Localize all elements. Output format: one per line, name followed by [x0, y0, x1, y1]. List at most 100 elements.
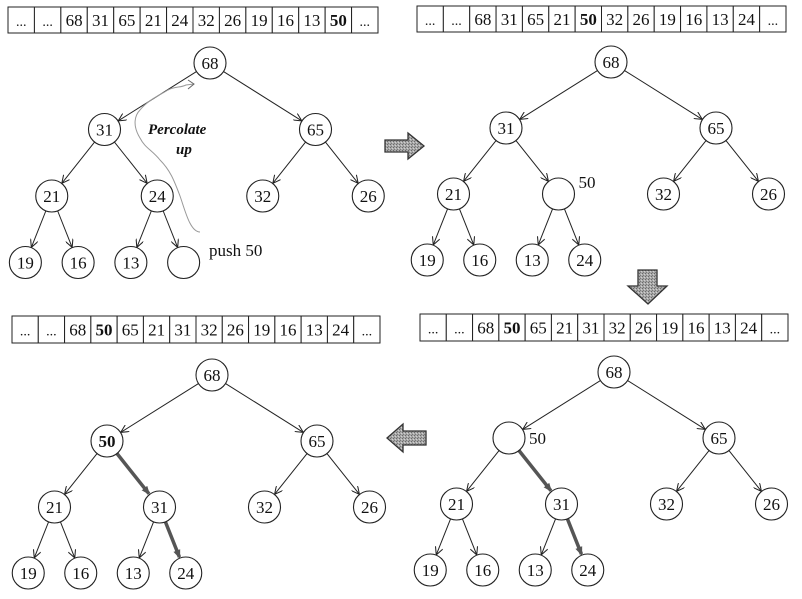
array-cell: 21	[550, 313, 579, 342]
array-cell-value: 13	[306, 321, 323, 340]
node-value: 31	[151, 498, 168, 517]
tree-edges	[32, 71, 358, 247]
array-cell: 24	[734, 313, 763, 342]
tree-node: 26	[352, 490, 387, 524]
node-value: 68	[606, 363, 623, 382]
array-cell: 16	[680, 5, 708, 33]
tree-node: 24	[169, 556, 203, 590]
array-cell-value: ...	[770, 323, 781, 338]
array-cell-value: ...	[362, 325, 373, 340]
array-cell: 68	[64, 315, 92, 344]
tree-edge	[65, 453, 98, 494]
tree-edge	[437, 518, 452, 554]
tree-node: 13	[518, 553, 552, 587]
array-cell-value: 24	[332, 321, 350, 340]
empty-node: 50	[492, 421, 546, 455]
array-cell: 32	[603, 313, 631, 342]
percolate-label: Percolate	[148, 122, 207, 138]
node-value: 21	[46, 498, 63, 517]
array-cell: ...	[33, 6, 62, 34]
node-value: 24	[177, 564, 195, 583]
array-cell-value: 26	[633, 10, 650, 29]
node-value: 32	[254, 187, 271, 206]
array-cell-value: 65	[118, 11, 135, 30]
tree-node: 32	[649, 487, 684, 521]
tree-node: 19	[11, 556, 45, 590]
array-cell-value: 65	[527, 10, 544, 29]
node-value: 65	[309, 432, 326, 451]
tree-edge	[674, 140, 707, 181]
tree-node: 68	[597, 355, 631, 389]
array-cell-value: 32	[201, 321, 218, 340]
array-cell-value: 31	[174, 321, 191, 340]
array-cell-value: 16	[688, 319, 705, 338]
array-cell-value: 50	[330, 11, 347, 30]
tree-edge	[35, 521, 50, 557]
empty-node: 50	[541, 173, 596, 211]
step-arrow-right	[384, 131, 426, 161]
empty-node	[167, 245, 201, 280]
tree-node: 13	[116, 556, 150, 590]
tree-node: 21	[35, 179, 69, 213]
tree-edge	[458, 208, 473, 244]
array-cell: 24	[166, 6, 194, 34]
tree-node: 68	[195, 358, 229, 392]
array-cell: ...	[442, 5, 471, 33]
swap-edge	[163, 521, 182, 559]
node-value: 31	[96, 121, 113, 140]
array-cell-value: 21	[145, 11, 162, 30]
array-cell-value: 32	[606, 10, 623, 29]
tree-edge	[563, 208, 578, 244]
tree-edge	[677, 450, 710, 491]
tree-node: 31	[489, 111, 523, 145]
node-value: 13	[527, 561, 544, 580]
array-cell-value: 32	[609, 319, 626, 338]
array-cell-value: 31	[582, 319, 599, 338]
node-value: 16	[471, 251, 488, 270]
array-cell-value: 68	[477, 319, 494, 338]
array-cell: 50	[574, 5, 603, 33]
tree-node: 68	[193, 46, 227, 80]
tree-edge	[162, 210, 177, 247]
pending-value-label: 50	[529, 429, 546, 448]
array-cell: 13	[298, 6, 326, 34]
tree-edge	[137, 210, 152, 247]
node-value: 16	[72, 564, 89, 583]
tree-node: 50	[90, 424, 124, 458]
tree-node: 16	[61, 245, 95, 280]
tree-node: 65	[298, 112, 333, 147]
tree-node: 16	[64, 556, 98, 590]
array-cell: 65	[521, 5, 550, 33]
array-cell: 32	[195, 315, 223, 344]
node-value: 24	[576, 251, 594, 270]
array-cell-value: 68	[69, 321, 86, 340]
tree-edges	[437, 380, 761, 556]
tree-node: 32	[646, 177, 681, 211]
tree-node: 31	[87, 112, 122, 147]
push-label: push 50	[209, 241, 262, 260]
node-value: 68	[603, 53, 620, 72]
array-cell: 65	[524, 313, 552, 342]
array-cell: 26	[627, 5, 655, 33]
array-cell: ...	[759, 5, 787, 33]
array-cell-value: 50	[504, 319, 521, 338]
node-value: 13	[122, 254, 139, 273]
tree-node: 13	[114, 245, 148, 280]
node-value: 26	[360, 187, 377, 206]
array-cell-value: ...	[16, 15, 27, 30]
node-value: 19	[419, 251, 436, 270]
tree-node: 24	[571, 553, 605, 587]
array-cell-value: 65	[530, 319, 547, 338]
array-cell: ...	[416, 5, 444, 33]
node-value: 19	[20, 564, 37, 583]
swap-edge	[565, 518, 584, 556]
node-value: 13	[524, 251, 541, 270]
array-cell-value: 24	[740, 319, 758, 338]
node-value: 24	[579, 561, 597, 580]
array-cell: ...	[445, 313, 474, 342]
